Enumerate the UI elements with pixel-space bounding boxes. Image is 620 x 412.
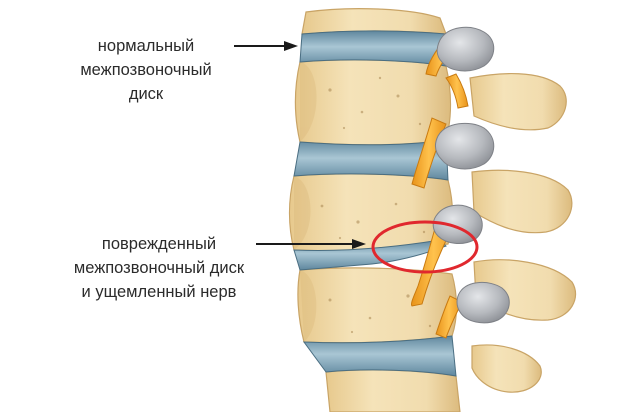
vertebra-4 [297, 267, 458, 344]
spinous-process [469, 73, 567, 131]
damaged-disc-label-line: поврежденный [101, 235, 217, 253]
normal-disc-bottom [302, 335, 457, 377]
intervertebral-discs [293, 30, 457, 377]
vertebra-5 [325, 369, 461, 412]
normal-disc-label-line: нормальный [97, 37, 195, 55]
damaged-disc-label: поврежденный межпозвоночный диск и ущемл… [40, 232, 278, 304]
nerve [445, 73, 469, 109]
damaged-disc-label-line: межпозвоночный диск [73, 259, 245, 277]
damaged-disc [293, 239, 447, 271]
spinous-process [471, 344, 542, 393]
arrowhead-normal-disc [284, 41, 298, 51]
ganglion [434, 122, 495, 170]
pointer-arrows [234, 41, 366, 249]
normal-disc-lower [293, 139, 449, 181]
bone-shading [294, 62, 317, 342]
vertebral-bodies [288, 8, 461, 412]
normal-disc-label-line: диск [128, 85, 164, 103]
highlight-ring [371, 220, 479, 274]
spinous-process [471, 169, 573, 234]
normal-disc-label-line: межпозвоночный [80, 61, 212, 79]
bone-texture [320, 76, 432, 334]
arrowhead-damaged-disc [352, 239, 366, 249]
damaged-disc-label-line: и ущемленный нерв [81, 283, 237, 301]
nerve-ganglia [432, 26, 510, 324]
vertebra-3 [288, 173, 454, 252]
ganglion [456, 282, 510, 324]
vertebra-1 [301, 8, 447, 35]
normal-disc-label: нормальный межпозвоночный диск [48, 34, 244, 106]
posterior-processes [469, 73, 577, 393]
ganglion [436, 26, 495, 72]
